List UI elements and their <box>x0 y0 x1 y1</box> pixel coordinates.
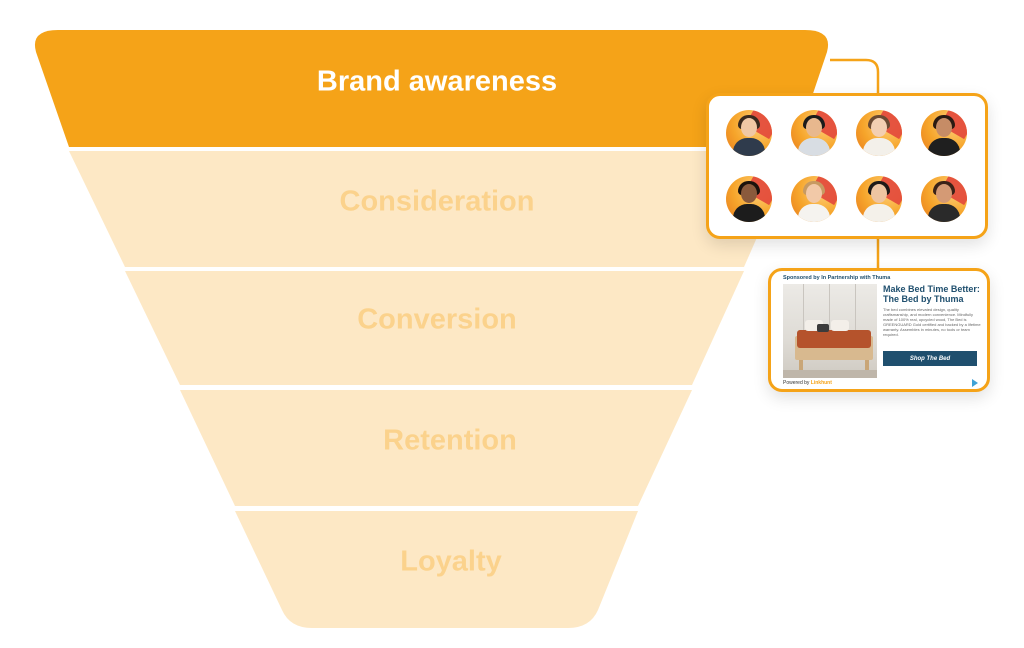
audience-people-card <box>706 93 988 239</box>
funnel-stage-label: Retention <box>383 425 517 457</box>
person-avatar-icon <box>791 176 837 222</box>
person-avatar-icon <box>726 110 772 156</box>
person-avatar-icon <box>726 176 772 222</box>
funnel-stage-brand-awareness <box>34 30 829 147</box>
ad-choices-play-icon[interactable] <box>972 379 978 387</box>
funnel-stage-label: Consideration <box>340 186 535 218</box>
person-avatar-icon <box>921 110 967 156</box>
avatar-grid <box>726 110 967 222</box>
funnel-stage-loyalty <box>235 511 638 628</box>
person-avatar-icon <box>856 176 902 222</box>
powered-by-prefix: Powered by <box>783 380 810 386</box>
funnel-stage-consideration <box>69 151 795 267</box>
shop-the-bed-button[interactable]: Shop The Bed <box>883 351 977 366</box>
powered-by-brand[interactable]: Linkhunt <box>810 380 832 386</box>
person-avatar-icon <box>791 110 837 156</box>
ad-headline[interactable]: Make Bed Time Better: The Bed by Thuma <box>883 284 980 304</box>
funnel-stage-conversion <box>125 271 744 385</box>
funnel-stage-label: Loyalty <box>400 546 502 578</box>
sponsored-ad-card[interactable]: Sponsored by In Partnership with Thuma M… <box>768 268 990 392</box>
ad-body-text: The bed combines elevated design, qualit… <box>883 307 981 337</box>
person-avatar-icon <box>856 110 902 156</box>
connector-line <box>830 58 880 93</box>
funnel-stage-label: Brand awareness <box>317 66 557 98</box>
funnel-stage-label: Conversion <box>357 304 517 336</box>
ad-sponsored-label: Sponsored by In Partnership with Thuma <box>783 275 891 281</box>
ad-powered-by: Powered by Linkhunt <box>783 380 832 386</box>
funnel-stage-retention <box>180 390 692 506</box>
person-avatar-icon <box>921 176 967 222</box>
bed-photo-icon[interactable] <box>783 284 877 378</box>
